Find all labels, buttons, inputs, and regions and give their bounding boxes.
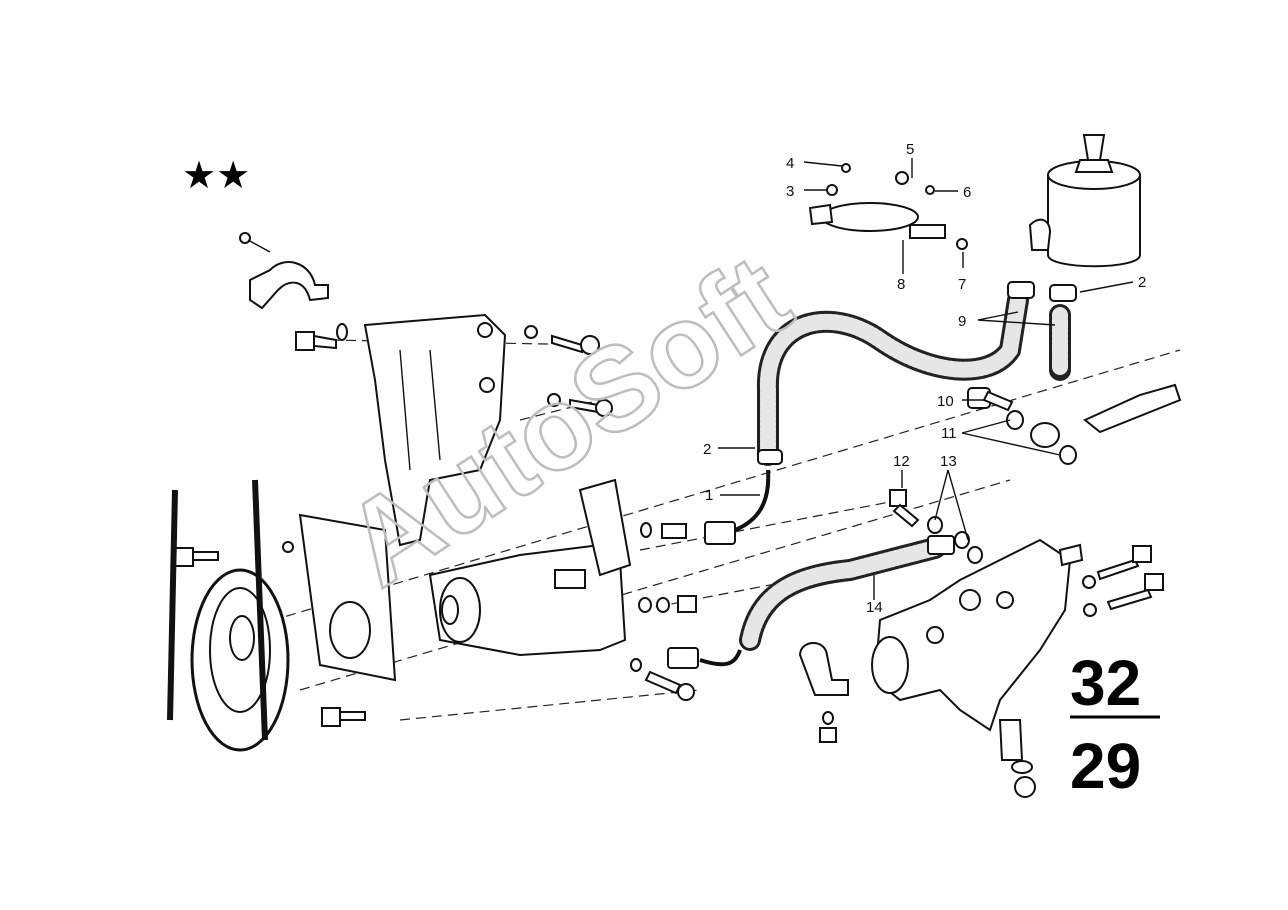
hose-clamps xyxy=(757,281,1077,465)
mounting-plate xyxy=(282,513,397,682)
callout-2-hose: 2 xyxy=(703,441,711,458)
pressure-hose xyxy=(704,469,771,545)
pulley-wheel xyxy=(167,479,290,752)
callout-1: 1 xyxy=(705,487,713,504)
clamp-bracket-topleft xyxy=(239,232,329,310)
page-number: 32 29 xyxy=(1070,647,1160,802)
callout-10: 10 xyxy=(937,393,954,410)
gear-box-bolts xyxy=(889,489,983,564)
callout-leaders xyxy=(718,158,1134,600)
oil-reservoir xyxy=(1028,134,1141,268)
callout-2-reservoir: 2 xyxy=(1138,274,1146,291)
callout-6: 6 xyxy=(963,184,971,201)
page-number-bottom: 29 xyxy=(1070,730,1141,802)
high-pressure-hose xyxy=(667,535,955,669)
page-number-top: 32 xyxy=(1070,647,1141,719)
callout-14: 14 xyxy=(866,599,883,616)
banjo-fitting xyxy=(967,383,1182,465)
callout-13: 13 xyxy=(940,453,957,470)
gear-box-mount-bolts xyxy=(1082,545,1164,617)
callout-3: 3 xyxy=(786,183,794,200)
callout-4: 4 xyxy=(786,155,794,172)
callout-11: 11 xyxy=(941,425,957,442)
reservoir-ring-clamp xyxy=(808,163,968,250)
callout-7: 7 xyxy=(958,276,966,293)
callout-8: 8 xyxy=(897,276,905,293)
steering-pump xyxy=(428,478,632,657)
bolt-set-left xyxy=(174,323,366,727)
bolt-set-bracket-right xyxy=(524,325,613,417)
pump-fasteners xyxy=(630,522,697,701)
steering-gear-box xyxy=(871,538,1084,798)
stars-symbol: ★★ xyxy=(182,153,250,197)
mounting-bracket xyxy=(363,313,507,547)
return-hose xyxy=(756,289,1071,466)
callout-5: 5 xyxy=(906,141,914,158)
callout-12: 12 xyxy=(893,453,910,470)
callout-labels: 4 3 5 6 7 8 9 2 2 1 10 11 12 13 14 xyxy=(703,141,1146,616)
callout-9: 9 xyxy=(958,313,966,330)
hose-clip xyxy=(798,642,849,743)
